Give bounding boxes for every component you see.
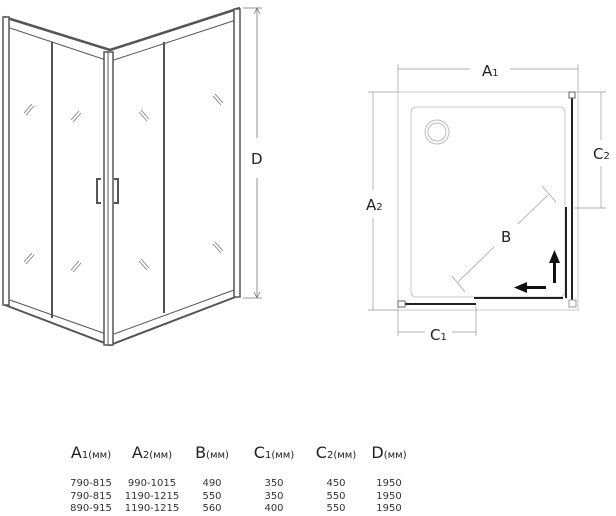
glass-glare-marks [23,93,224,273]
cell: 550 [202,490,222,502]
plan-outline [397,91,579,311]
dimension-label-a1: A1 [482,62,499,80]
door-handle-left [96,178,101,204]
cell: 1950 [376,503,402,514]
cell: 790-815 [70,478,112,489]
dimensions-table: A1(мм) A2(мм) B(мм) C1(мм) C2(мм) D(мм) … [62,438,414,516]
cell: 350 [264,478,284,489]
enclosure-perspective [2,6,241,347]
table-spacer [62,462,414,478]
dimension-label-b: B [501,228,511,246]
dimension-d [243,7,262,299]
bottom-rail-inner [9,289,235,335]
header-c1: C1(мм) [253,443,295,462]
shower-tray [410,106,566,298]
diagram-canvas: D A1 A2 B C1 C2 [2,6,610,347]
enclosure-plan [397,91,579,311]
header-a1: A1(мм) [70,443,112,462]
arrow-up-head-icon [549,250,560,263]
cell: 400 [264,503,284,514]
table-header-row: A1(мм) A2(мм) B(мм) C1(мм) C2(мм) D(мм) [62,438,414,462]
cell: 550 [326,503,346,514]
wall-profile-top [568,91,576,99]
sliding-direction-arrows [514,250,560,293]
cell: 1950 [376,490,402,502]
top-rail [3,6,241,52]
corner-profile [568,299,577,308]
table-row: 890-915 1190-1215 560 400 550 1950 [62,503,414,516]
arrow-left-icon [525,286,546,289]
dimension-label-c1: C1 [430,326,447,344]
header-a2: A2(мм) [131,443,173,462]
cell: 560 [202,503,222,514]
right-post [233,8,241,298]
arrow-up-icon [553,262,556,283]
drain-inner-icon [427,122,447,142]
door-handle-right [114,178,119,204]
cell: 790-815 [70,490,112,502]
dimension-label-c2: C2 [593,145,610,163]
top-rail-inner [9,19,237,61]
cell: 450 [326,478,346,489]
cell: 550 [326,490,346,502]
cell: 1950 [376,478,402,489]
cell: 1190-1215 [124,503,180,514]
drain-icon [424,119,450,145]
header-c2: C2(мм) [315,443,357,462]
cell: 490 [202,478,222,489]
dimension-label-d: D [251,150,263,168]
arrow-left-head-icon [514,282,527,293]
left-post [2,16,10,306]
cell: 890-915 [70,503,112,514]
wall-profile-left [397,300,406,308]
cell: 350 [264,490,284,502]
cell: 990-1015 [127,478,177,489]
table-row: 790-815 1190-1215 550 350 550 1950 [62,491,414,504]
header-b: B(мм) [195,443,229,462]
bottom-rail [4,295,239,347]
plan-dimensions [368,64,606,336]
header-d: D(мм) [371,443,407,462]
dimension-label-a2: A2 [366,196,383,214]
cell: 1190-1215 [124,490,180,502]
table-row: 790-815 990-1015 490 350 450 1950 [62,478,414,491]
